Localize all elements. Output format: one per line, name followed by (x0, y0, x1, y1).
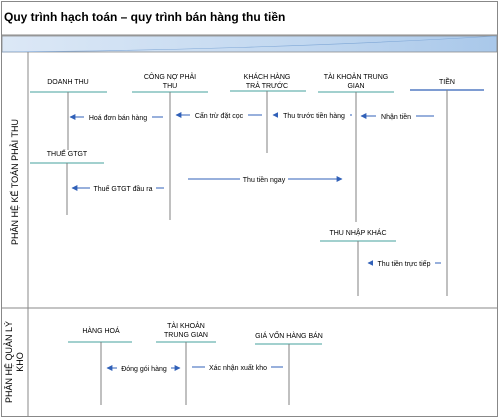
label-thu-tien-ngay: Thu tiền ngay (243, 175, 286, 184)
label-thu-truoc: Thu trước tiền hàng (283, 111, 345, 120)
title-band: Quy trình hạch toán – quy trình bán hàng… (0, 0, 500, 52)
label-hoa-don: Hoá đơn bán hàng (89, 115, 147, 122)
label-bg-dong-goi (117, 363, 171, 373)
header-tien: TIỀN (439, 76, 455, 86)
header-gia-von: GIÁ VỐN HÀNG BÁN (255, 330, 323, 340)
label-bg-xac-nhan (205, 362, 271, 372)
label-bg-nhan-tien (376, 111, 416, 121)
section-label-kho: PHÂN HỆ QUẢN LÝKHO (3, 321, 25, 403)
label-bg-thu-tien-ngay (240, 174, 288, 184)
label-dong-goi: Đóng gói hàng (121, 366, 167, 373)
label-bg-can-tru (190, 110, 248, 120)
label-bg-hoa-don (84, 112, 152, 122)
section-label-ke-toan: PHÂN HỆ KẾ TOÁN PHẢI THU (9, 119, 20, 245)
label-can-tru: Cấn trừ đặt cọc (195, 111, 244, 120)
header-thu-nhap-khac: THU NHẬP KHÁC (329, 228, 386, 237)
header-hang-hoa: HÀNG HOÁ (82, 326, 120, 335)
label-thue-dau-ra: Thuế GTGT đầu ra (93, 184, 152, 193)
header-thue-gtgt: THUẾ GTGT (47, 148, 88, 158)
header-gradient-band (1, 35, 498, 53)
label-nhan-tien: Nhận tiền (381, 112, 411, 121)
label-bg-thu-truoc (278, 110, 350, 120)
header-wave (1, 35, 498, 53)
label-bg-thue-dau-ra (90, 183, 156, 193)
section-label-kho-group: PHÂN HỆ QUẢN LÝKHO (3, 321, 25, 403)
label-xac-nhan: Xác nhận xuất kho (209, 363, 267, 372)
label-bg-thu-tien-truc-tiep (373, 258, 435, 268)
page-title: Quy trình hạch toán – quy trình bán hàng… (4, 10, 286, 24)
header-doanh-thu: DOANH THU (47, 79, 88, 86)
label-thu-tien-truc-tiep: Thu tiền trực tiếp (378, 259, 431, 268)
